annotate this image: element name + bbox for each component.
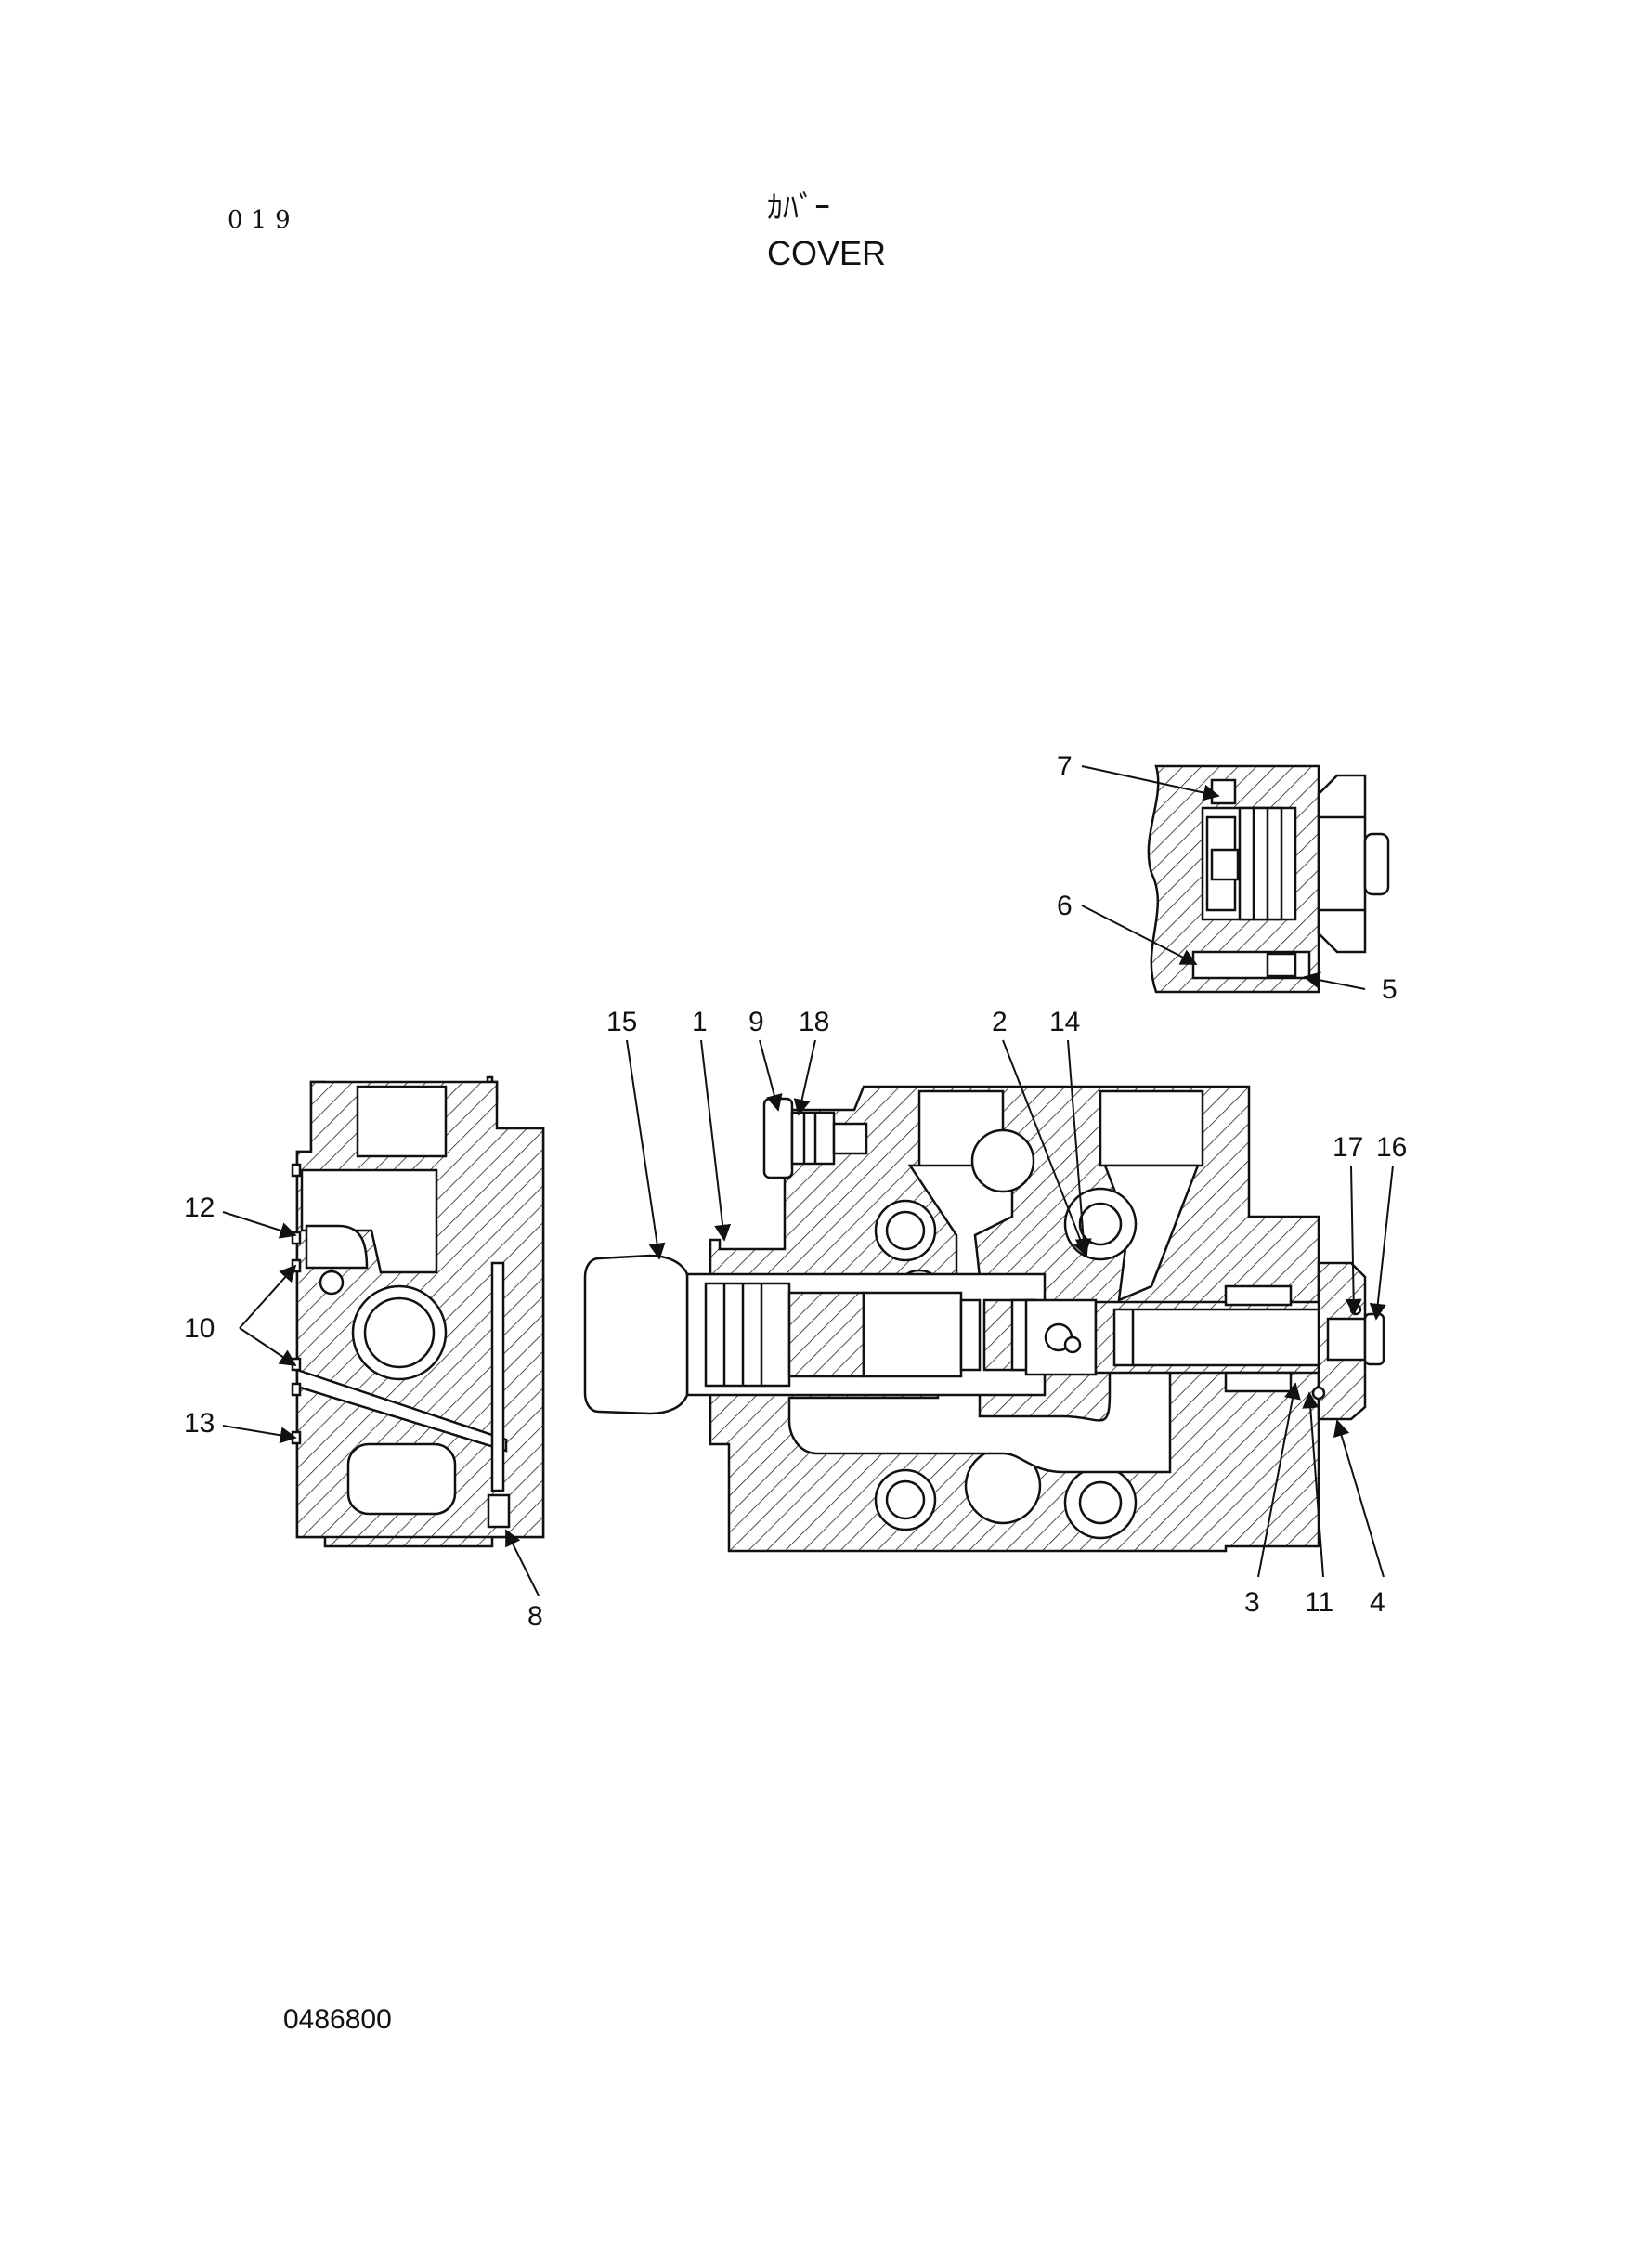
inset-plug-detail [1147, 764, 1390, 994]
callout-7: 7 [1057, 751, 1073, 782]
drawing-id: 0486800 [283, 2004, 392, 2035]
callout-15: 15 [606, 1007, 637, 1037]
callout-6: 6 [1057, 891, 1073, 921]
side-view [291, 1075, 545, 1548]
callouts: 7 6 5 15 1 9 18 2 14 17 16 12 10 13 3 11… [184, 751, 1407, 1632]
callout-4: 4 [1370, 1587, 1385, 1618]
title-english: COVER [767, 234, 887, 272]
callout-9: 9 [748, 1007, 764, 1037]
leader-lines [222, 765, 1394, 1596]
callout-12: 12 [184, 1192, 215, 1223]
callout-3: 3 [1244, 1587, 1260, 1618]
callout-17: 17 [1333, 1132, 1363, 1163]
callout-16: 16 [1376, 1132, 1407, 1163]
callout-1: 1 [692, 1007, 708, 1037]
callout-14: 14 [1049, 1007, 1080, 1037]
main-cross-section [583, 1085, 1385, 1553]
callout-11: 11 [1305, 1587, 1333, 1618]
title-japanese: ｶﾊﾞｰ [767, 189, 830, 227]
callout-10: 10 [184, 1313, 215, 1344]
callout-5: 5 [1382, 974, 1398, 1005]
page-number: 019 [228, 206, 299, 234]
callout-2: 2 [992, 1007, 1008, 1037]
callout-13: 13 [184, 1408, 215, 1439]
callout-8: 8 [527, 1601, 543, 1632]
callout-18: 18 [799, 1007, 829, 1037]
